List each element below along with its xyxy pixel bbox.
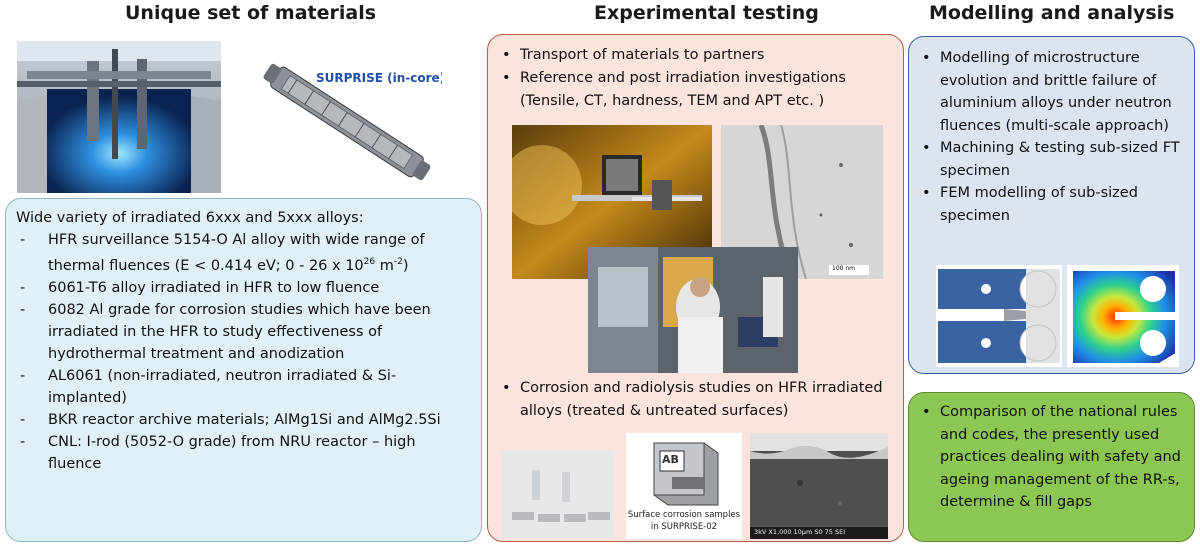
materials-intro: Wide variety of irradiated 6xxx and 5xxx… — [16, 210, 364, 226]
modelling-title: Modelling and analysis — [929, 2, 1175, 24]
testing-bullet-2: Reference and post irradiation investiga… — [498, 67, 893, 113]
testing-box: Transport of materials to partners Refer… — [487, 34, 904, 542]
sem-label-bar: 3kV X1,000 10μm S0 75 SEI — [754, 528, 846, 536]
material-item-3: 6082 Al grade for corrosion studies whic… — [16, 299, 471, 365]
modelling-bullet-1: Modelling of microstructure evolution an… — [918, 47, 1186, 137]
material-item-1-unit-exponent: -2 — [393, 257, 403, 267]
testing-title: Experimental testing — [594, 2, 819, 24]
tem-scale-label: 100 nm — [832, 265, 856, 272]
analysis-bullet-1: Comparison of the national rules and cod… — [918, 401, 1186, 514]
material-item-4: AL6061 (non-irradiated, neutron irradiat… — [16, 365, 471, 409]
modelling-bullet-2: Machining & testing sub-sized FT specime… — [918, 137, 1186, 182]
modelling-bullet-3: FEM modelling of sub-sized specimen — [918, 182, 1186, 227]
hot-cell-operator-photo — [588, 247, 798, 373]
materials-title: Unique set of materials — [125, 2, 377, 24]
material-item-1: HFR surveillance 5154-O Al alloy with wi… — [16, 229, 471, 277]
corrosion-sample-drawing: AB Surface corrosion samples in SURPRISE… — [626, 433, 742, 539]
material-item-5: BKR reactor archive materials; AlMg1Si a… — [16, 409, 471, 431]
capsule-label: SURPRISE (in-core) — [316, 71, 442, 85]
modelling-box: Modelling of microstructure evolution an… — [908, 36, 1195, 374]
material-item-1-exponent: 26 — [363, 257, 376, 267]
reactor-pool-photo — [17, 41, 221, 193]
sem-cross-section-image: 3kV X1,000 10μm S0 75 SEI — [750, 433, 888, 539]
fem-stress-contour — [1067, 265, 1179, 367]
sub-sized-specimen-drawing — [936, 265, 1062, 367]
materials-box: Wide variety of irradiated 6xxx and 5xxx… — [5, 198, 482, 542]
material-item-6: CNL: I-rod (5052-O grade) from NRU react… — [16, 431, 471, 475]
corrosion-caption-line-2: in SURPRISE-02 — [650, 522, 718, 532]
corrosion-samples-photo — [502, 450, 614, 538]
corrosion-block-letters: AB — [662, 453, 679, 466]
surprise-capsule-drawing: SURPRISE (in-core) — [252, 55, 442, 190]
corrosion-caption-line-1: Surface corrosion samples — [627, 510, 741, 520]
analysis-box: Comparison of the national rules and cod… — [908, 392, 1195, 542]
testing-bullet-1: Transport of materials to partners — [498, 44, 893, 67]
material-item-2: 6061-T6 alloy irradiated in HFR to low f… — [16, 277, 471, 299]
testing-bullet-3: Corrosion and radiolysis studies on HFR … — [498, 377, 893, 423]
